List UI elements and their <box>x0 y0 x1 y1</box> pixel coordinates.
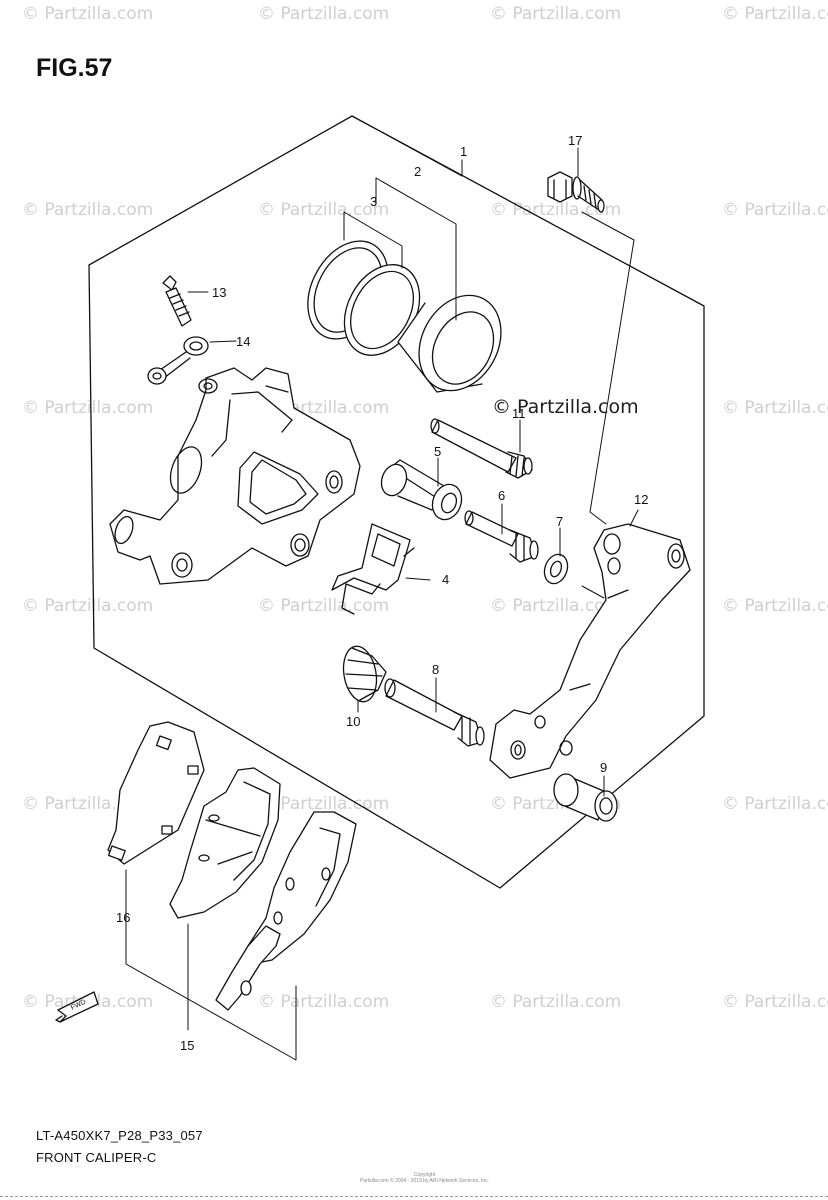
callout-10[interactable]: 10 <box>346 714 360 729</box>
watermark-text: © Partzilla.com <box>490 992 622 1012</box>
bottom-divider <box>0 1196 828 1197</box>
copyright-notice: Copyright Partzilla.com © 2004 - 2019 by… <box>360 1172 489 1184</box>
watermark-text: © Partzilla.com <box>490 4 622 24</box>
pad-shim-16-part[interactable] <box>107 721 205 865</box>
piston-2-part[interactable] <box>397 281 517 405</box>
callout-5[interactable]: 5 <box>434 444 441 459</box>
callout-2[interactable]: 2 <box>414 164 421 179</box>
callout-17[interactable]: 17 <box>568 133 582 148</box>
callout-4[interactable]: 4 <box>442 572 449 587</box>
callout-8[interactable]: 8 <box>432 662 439 677</box>
washer-7-part[interactable] <box>541 551 572 587</box>
watermark-text: © Partzilla.com <box>722 398 828 418</box>
callout-6[interactable]: 6 <box>498 488 505 503</box>
copyright-line-1: Copyright <box>413 1172 436 1178</box>
watermark-text: © Partzilla.com <box>722 4 828 24</box>
brake-pad-15-part[interactable] <box>169 767 357 1011</box>
copyright-line-2: Partzilla.com © 2004 - 2019 by ARI Netwo… <box>360 1178 490 1184</box>
callout-14[interactable]: 14 <box>236 334 250 349</box>
watermark-text: © Partzilla.com <box>22 4 154 24</box>
forward-arrow-icon: FWD <box>55 991 99 1023</box>
watermark-text: © Partzilla.com <box>258 794 390 814</box>
watermark-text: © Partzilla.com <box>722 992 828 1012</box>
model-code: LT-A450XK7_P28_P33_057 <box>36 1128 203 1143</box>
watermark-text: © Partzilla.com <box>722 200 828 220</box>
assembly-boundary <box>88 115 705 889</box>
partzilla-center-watermark: © Partzilla.com <box>492 396 639 418</box>
callout-16[interactable]: 16 <box>116 910 130 925</box>
figure-title: FIG.57 <box>36 54 113 82</box>
caliper-pin-11-part[interactable] <box>430 418 533 479</box>
callout-11[interactable]: 11 <box>512 406 526 421</box>
sleeve-9-part[interactable] <box>553 773 618 822</box>
callout-1[interactable]: 1 <box>460 144 467 159</box>
watermark-text: © Partzilla.com <box>722 596 828 616</box>
callout-13[interactable]: 13 <box>212 285 226 300</box>
callout-labels: 1 2 3 4 5 6 7 8 9 10 11 12 13 14 15 16 1… <box>116 133 648 1053</box>
callout-12[interactable]: 12 <box>634 492 648 507</box>
watermark-text: © Partzilla.com <box>490 596 622 616</box>
bleeder-cap-14-part[interactable] <box>147 336 209 385</box>
watermark-text: © Partzilla.com <box>22 596 154 616</box>
watermark-text: © Partzilla.com <box>722 794 828 814</box>
pin-8-part[interactable] <box>384 678 485 747</box>
figure-description: FRONT CALIPER-C <box>36 1150 157 1165</box>
bleeder-screw-13-part[interactable] <box>162 275 192 327</box>
pad-spring-4-part[interactable] <box>331 523 415 615</box>
boot-10-part[interactable] <box>339 644 387 705</box>
watermark-text: © Partzilla.com <box>258 992 390 1012</box>
callout-7[interactable]: 7 <box>556 514 563 529</box>
leader-lines <box>125 115 639 1061</box>
watermark-text: © Partzilla.com <box>258 200 390 220</box>
watermark-text: © Partzilla.com <box>22 398 154 418</box>
caliper-bracket-12-part[interactable] <box>489 523 691 779</box>
callout-9[interactable]: 9 <box>600 760 607 775</box>
watermark-text: © Partzilla.com <box>258 596 390 616</box>
boot-5-part[interactable] <box>377 459 466 524</box>
callout-3[interactable]: 3 <box>370 194 377 209</box>
caliper-body-part[interactable] <box>109 367 361 585</box>
watermark-text: © Partzilla.com <box>22 200 154 220</box>
pin-bolt-6-part[interactable] <box>464 510 539 563</box>
callout-15[interactable]: 15 <box>180 1038 194 1053</box>
bolt-17-part[interactable] <box>547 171 605 213</box>
watermark-text: © Partzilla.com <box>258 4 390 24</box>
